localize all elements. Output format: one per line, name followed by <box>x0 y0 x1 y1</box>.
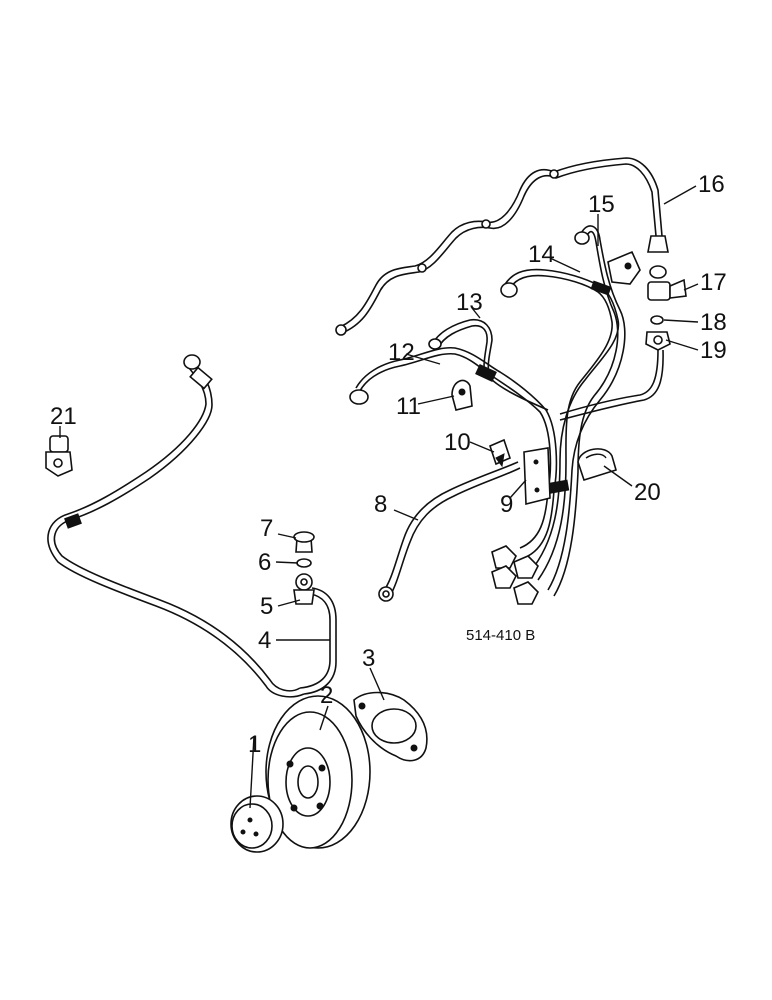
fitting-21 <box>45 435 73 477</box>
clamp-plate <box>523 447 551 506</box>
banjo-fitting <box>645 265 687 351</box>
callout-19: 19 <box>700 337 727 364</box>
callout-11: 11 <box>396 393 421 420</box>
callout-5: 5 <box>260 593 273 620</box>
callout-13: 13 <box>456 289 483 316</box>
callout-labels: 1 2 3 4 5 6 7 8 9 10 11 12 13 14 15 16 1… <box>50 171 727 758</box>
callout-12: 12 <box>388 339 415 366</box>
callout-14: 14 <box>528 241 555 268</box>
injector-pipes <box>349 225 664 605</box>
callout-16: 16 <box>698 171 725 198</box>
callout-18: 18 <box>700 309 727 336</box>
callout-9: 9 <box>500 491 513 518</box>
callout-15: 15 <box>588 191 615 218</box>
bracket-10 <box>489 438 511 468</box>
leader-lines <box>59 185 699 809</box>
callout-7: 7 <box>260 515 273 542</box>
clamp-15 <box>607 250 641 285</box>
callout-4: 4 <box>258 627 271 654</box>
callout-3: 3 <box>362 645 375 672</box>
fuel-line <box>47 354 337 698</box>
gear <box>265 695 371 849</box>
callout-2: 2 <box>320 682 333 709</box>
leak-off-pipe <box>335 157 669 336</box>
callout-8: 8 <box>374 491 387 518</box>
callout-6: 6 <box>258 549 271 576</box>
callout-10: 10 <box>444 429 471 456</box>
banjo-stack <box>293 531 315 605</box>
callout-21: 21 <box>50 403 77 430</box>
reference-code: 514-410 B <box>466 627 535 644</box>
clamp-20 <box>577 448 617 481</box>
clamp-11 <box>451 379 473 411</box>
callout-20: 20 <box>634 479 661 506</box>
gasket <box>353 691 428 762</box>
hub <box>230 795 284 853</box>
callout-1: 1 <box>248 731 261 758</box>
callout-17: 17 <box>700 269 727 296</box>
